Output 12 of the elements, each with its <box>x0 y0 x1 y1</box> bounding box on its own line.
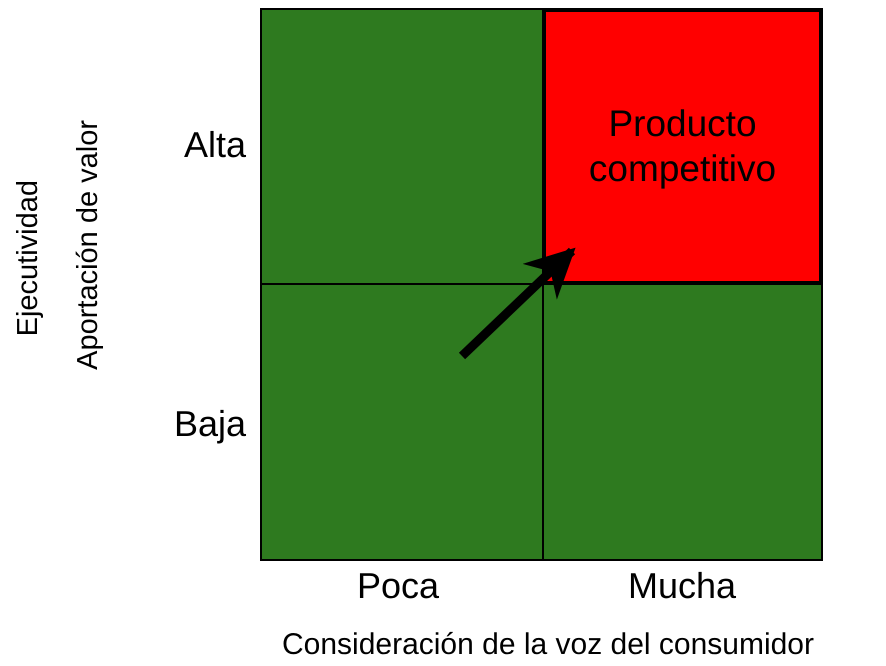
axis-tick-label: Baja <box>174 403 246 445</box>
axis-title: Aportación de valor <box>72 120 105 370</box>
quadrant-cell <box>542 283 823 561</box>
axis-title: Consideración de la voz del consumidor <box>282 628 814 662</box>
quadrant-label: Producto competitivo <box>588 102 778 191</box>
quadrant-cell <box>260 283 544 561</box>
axis-tick-label: Poca <box>356 565 440 607</box>
axis-tick-label: Mucha <box>628 565 736 607</box>
quadrant-cell <box>542 8 823 285</box>
quadrant-cell <box>260 8 544 285</box>
axis-tick-label: Alta <box>184 124 246 166</box>
axis-title: Ejecutividad <box>12 180 45 336</box>
